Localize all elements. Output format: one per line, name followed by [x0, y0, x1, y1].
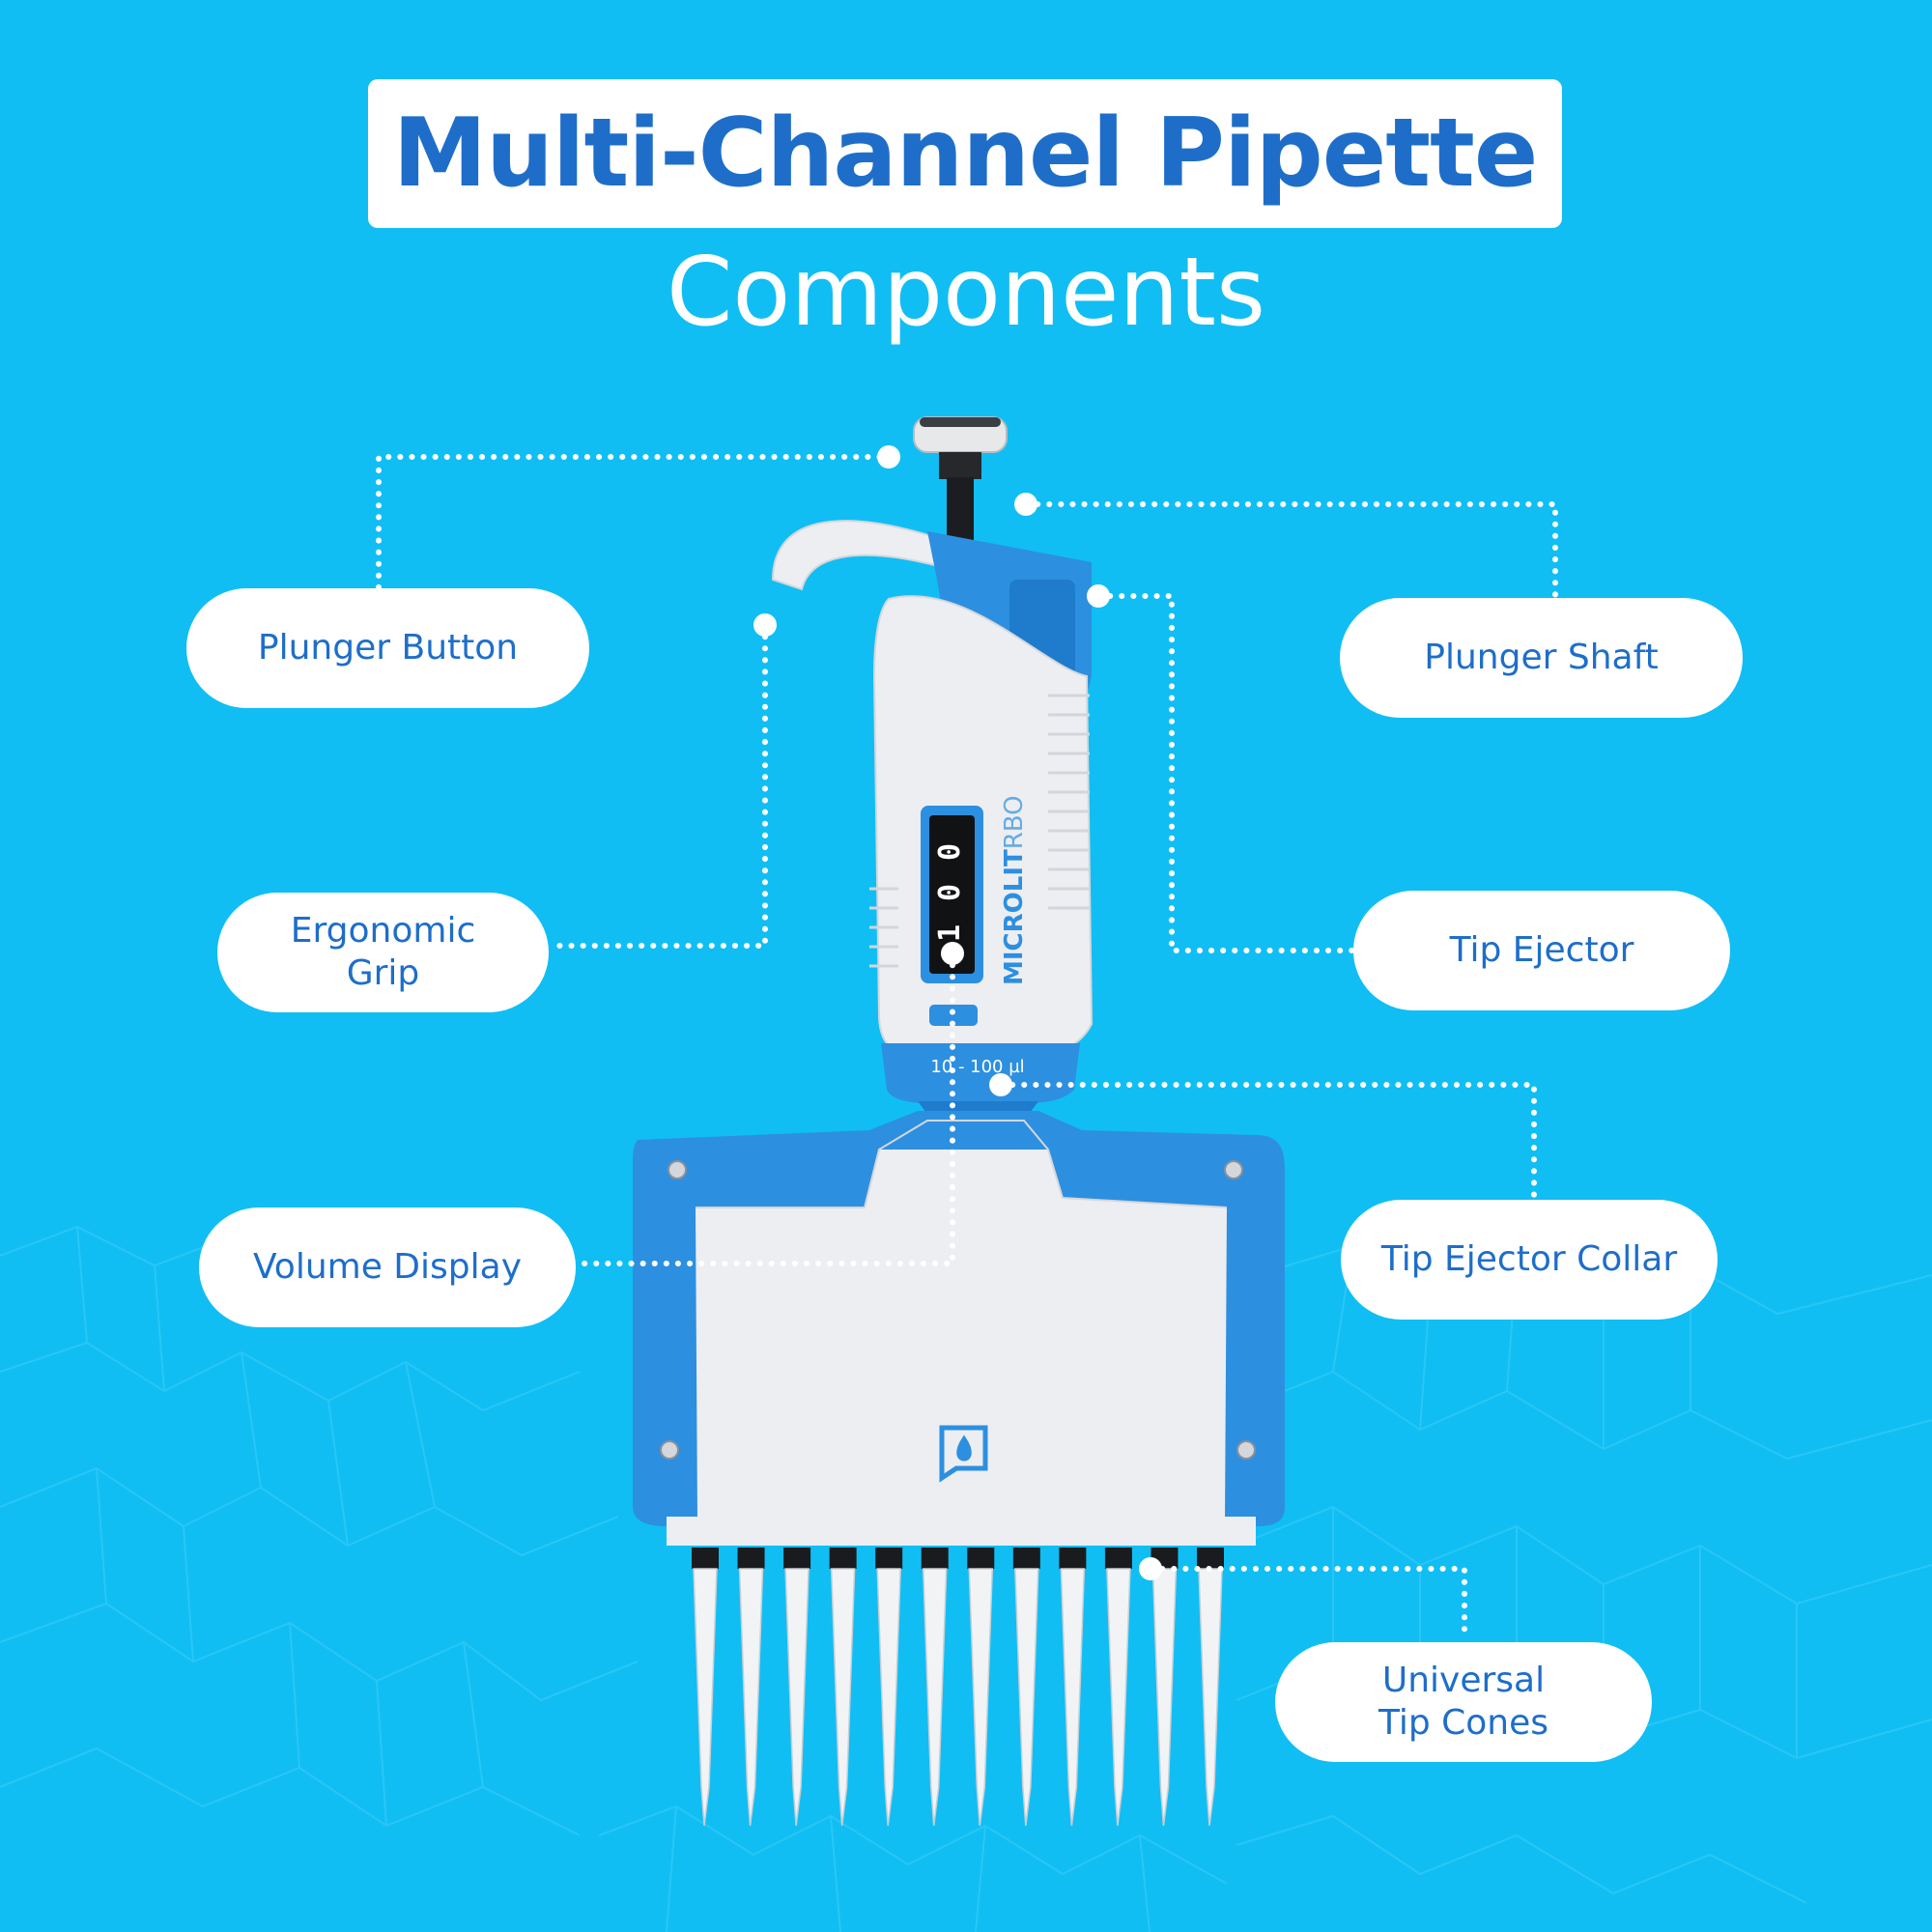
leader-anchor-dots [753, 445, 1162, 1580]
label-text: Tip Ejector [1449, 930, 1634, 970]
label-text: Universal Tip Cones [1378, 1661, 1549, 1743]
label-tip-ejector: Tip Ejector [1353, 891, 1730, 1010]
tip-cone [737, 1548, 765, 1827]
label-volume-display: Volume Display [199, 1208, 576, 1327]
brand-logo-icon [939, 1425, 988, 1483]
label-plunger-button: Plunger Button [186, 588, 589, 708]
manifold-illustration [633, 1111, 1285, 1546]
tip-cone [783, 1548, 811, 1827]
label-ergonomic-grip: Ergonomic Grip [217, 893, 549, 1012]
label-universal-tip-cones: Universal Tip Cones [1275, 1642, 1652, 1762]
tip-cone [1197, 1548, 1224, 1827]
tip-cones-illustration [692, 1548, 1224, 1827]
label-text: Tip Ejector Collar [1380, 1239, 1678, 1279]
tip-cone [1151, 1548, 1179, 1827]
lock-switch [929, 1005, 978, 1026]
leader-lines [376, 454, 1558, 1643]
volume-range-label: 10 - 100 µl [930, 1057, 1024, 1077]
tip-cone [875, 1548, 903, 1827]
tip-cone [921, 1548, 949, 1827]
page-subtitle: Components [666, 238, 1265, 348]
plunger-button-illustration [913, 416, 1008, 479]
volume-range-band [881, 1043, 1080, 1103]
volume-digit-3: 1 [933, 924, 967, 942]
volume-display-illustration: 0 0 1 [921, 806, 983, 983]
grip-ribs [869, 694, 1090, 968]
label-text: Ergonomic Grip [290, 911, 476, 993]
label-text: Volume Display [252, 1247, 523, 1287]
label-text: Plunger Shaft [1424, 638, 1659, 677]
tip-cone [1059, 1548, 1087, 1827]
title-banner: Multi-Channel Pipette [368, 79, 1562, 228]
brand-text: MICROLITRBO [1000, 795, 1029, 985]
tip-cone [692, 1548, 719, 1827]
tip-cone [1012, 1548, 1040, 1827]
tip-cone [967, 1548, 995, 1827]
tip-cone [829, 1548, 857, 1827]
volume-digit-1: 0 [933, 843, 967, 861]
label-text: Plunger Button [257, 628, 519, 668]
label-tip-ejector-collar: Tip Ejector Collar [1341, 1200, 1718, 1320]
page-title: Multi-Channel Pipette [392, 99, 1539, 209]
label-plunger-shaft: Plunger Shaft [1340, 598, 1743, 718]
volume-digit-2: 0 [933, 884, 967, 901]
tip-cone [1104, 1548, 1132, 1827]
finger-hook-illustration [771, 520, 954, 591]
